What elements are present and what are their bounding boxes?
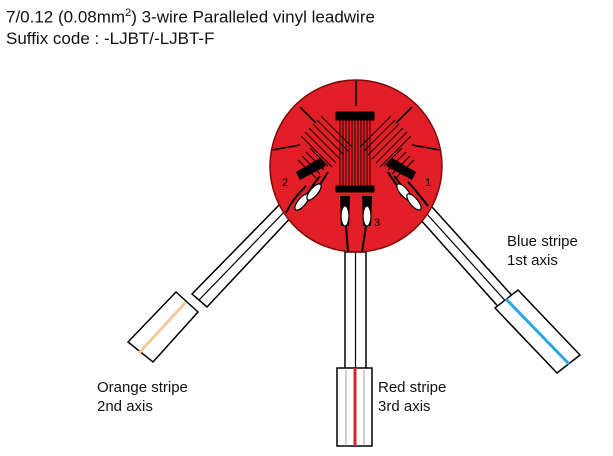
- second-axis-label: 2nd axis: [97, 398, 153, 415]
- axis-number-1: 1: [425, 177, 431, 189]
- axis-number-2: 2: [282, 177, 288, 189]
- spec-title: 7/0.12 (0.08mm2) 3-wire Paralleled vinyl…: [6, 7, 375, 28]
- rosette-gauge: 1 2 3: [269, 79, 443, 253]
- spec-suffix: ) 3-wire Paralleled vinyl leadwire: [131, 7, 375, 27]
- blue-stripe-label: Blue stripe: [507, 233, 578, 250]
- wire-ferrules: [294, 183, 422, 227]
- label-orange-wire: Orange stripe 2nd axis: [97, 378, 188, 416]
- orange-stripe: [137, 300, 188, 355]
- orange-stripe-label: Orange stripe: [97, 379, 188, 396]
- grid-pattern-vertical: [335, 111, 375, 193]
- gauge-disc: [269, 79, 443, 253]
- lead-wire-red: [336, 251, 373, 447]
- alignment-marks: [271, 81, 441, 151]
- spec-superscript: 2: [125, 7, 132, 19]
- label-red-wire: Red stripe 3rd axis: [378, 378, 446, 416]
- red-stripe-label: Red stripe: [378, 379, 447, 396]
- blue-stripe: [504, 297, 571, 366]
- label-blue-wire: Blue stripe 1st axis: [507, 232, 578, 270]
- first-axis-label: 1st axis: [507, 252, 558, 269]
- suffix-code: Suffix code : -LJBT/-LJBT-F: [6, 29, 215, 48]
- lead-wire-blue: [409, 195, 582, 375]
- axis-number-3: 3: [374, 217, 380, 229]
- lead-wire-orange: [126, 199, 297, 364]
- third-axis-label: 3rd axis: [378, 398, 431, 415]
- spec-prefix: 7/0.12 (0.08mm: [6, 7, 126, 27]
